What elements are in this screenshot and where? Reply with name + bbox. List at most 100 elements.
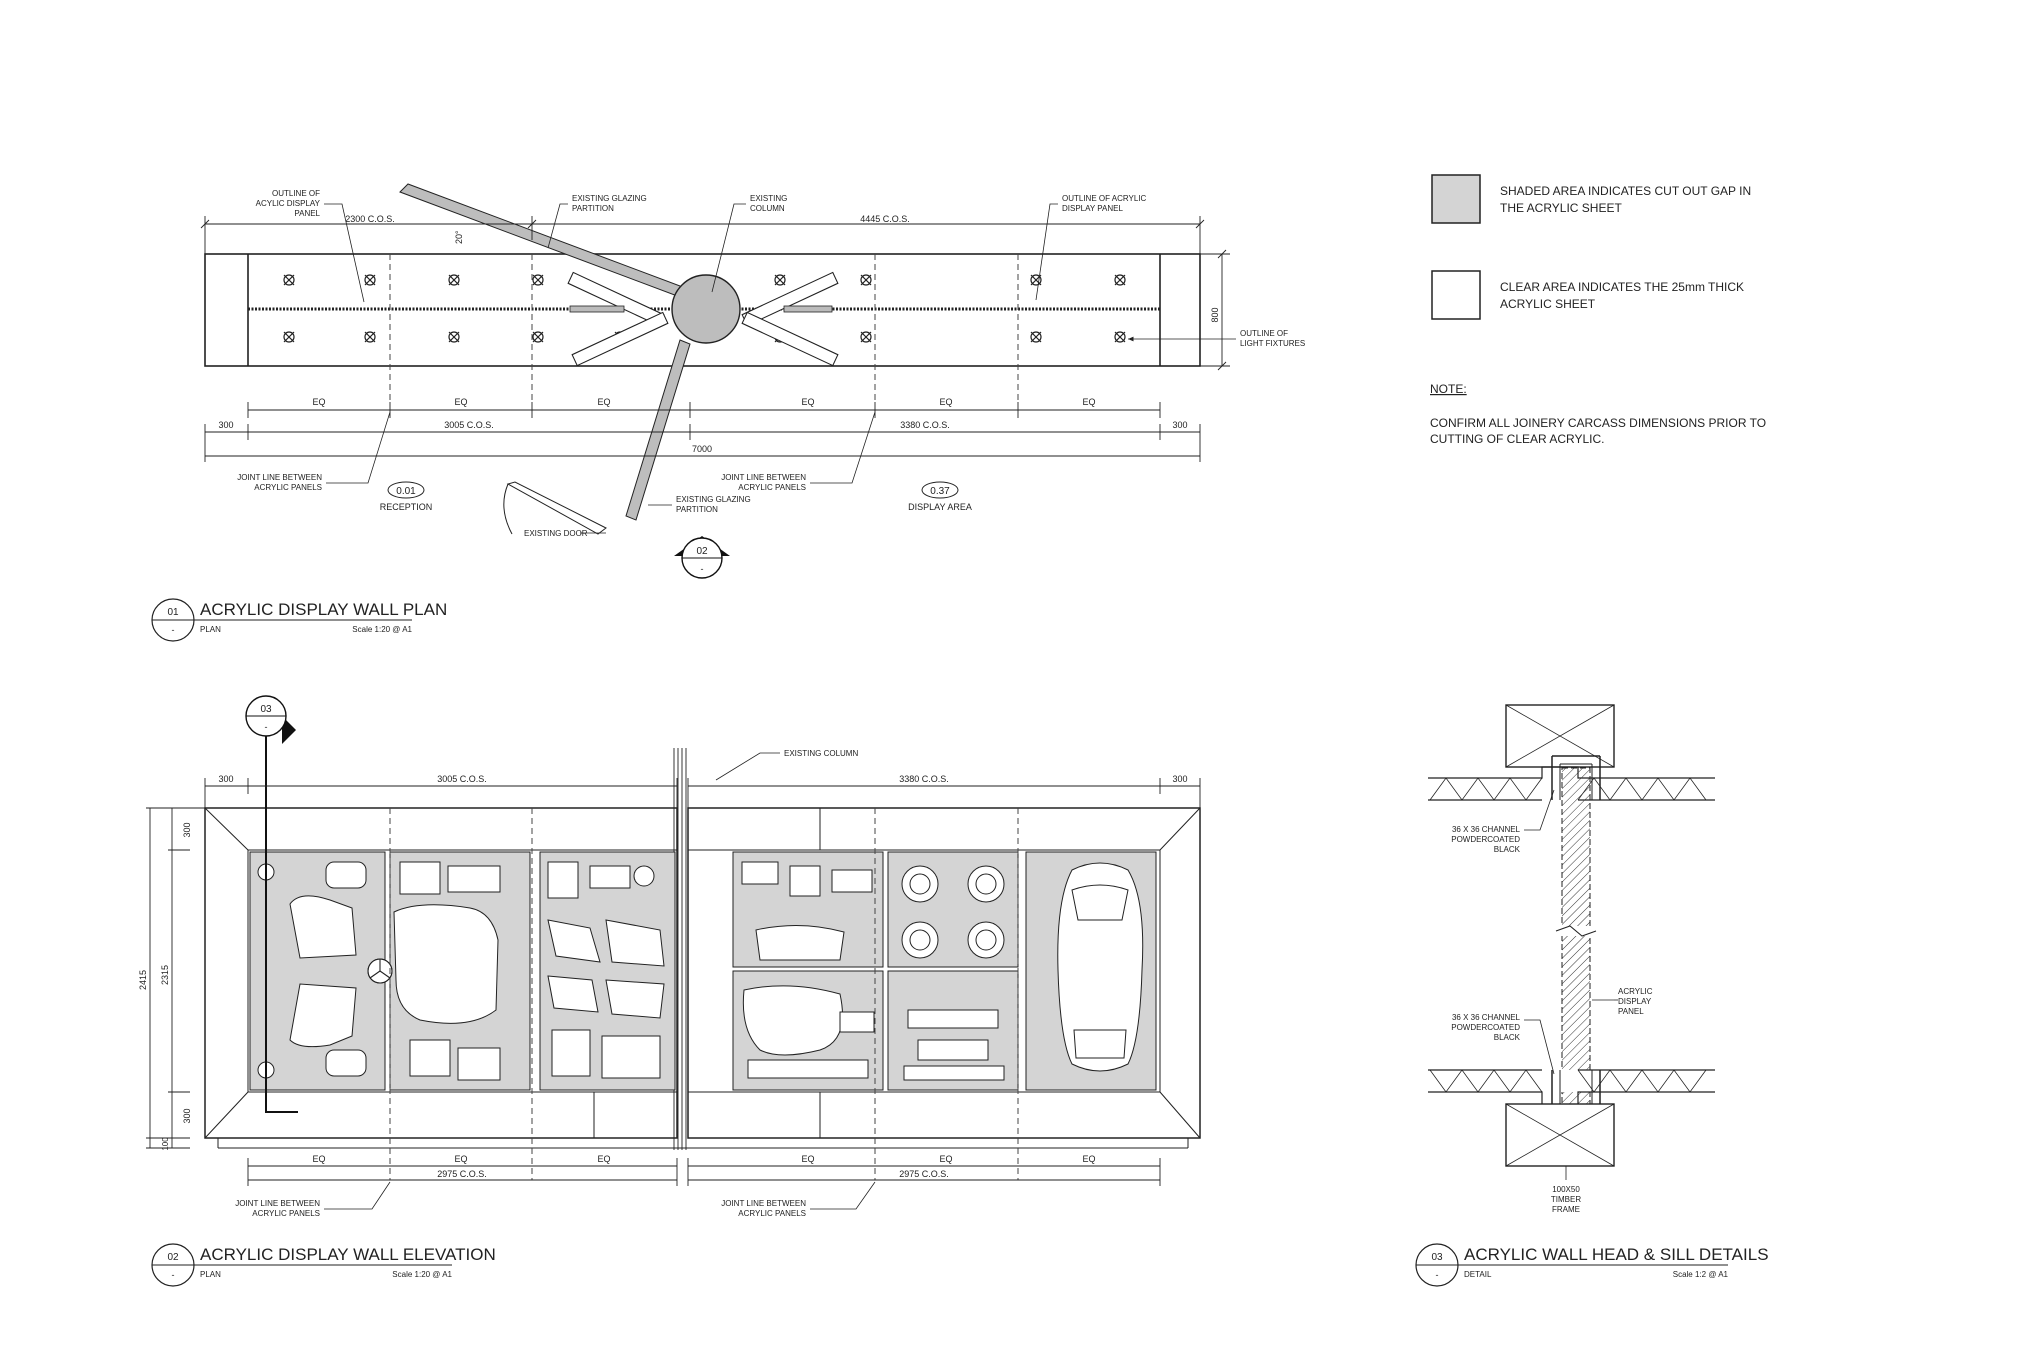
- legend-shaded-swatch: [1431, 174, 1481, 224]
- legend-shaded-line2: THE ACRYLIC SHEET: [1500, 201, 1622, 215]
- elev-dim-100: 100: [161, 1137, 170, 1151]
- plan-dim-2300: 2300 C.O.S.: [345, 214, 395, 224]
- plan-dim-4445: 4445 C.O.S.: [860, 214, 910, 224]
- glazing-partition-top: [399, 183, 713, 307]
- plan-dim-3380: 3380 C.O.S.: [900, 420, 950, 430]
- title-01-num: 01: [167, 607, 179, 618]
- ann-outline-right-1: OUTLINE OF ACRYLIC: [1062, 194, 1147, 203]
- plan-dim-800: 800: [1210, 307, 1220, 322]
- plan-eq-2: EQ: [454, 397, 467, 407]
- title-block-01: 01 - ACRYLIC DISPLAY WALL PLAN PLAN Scal…: [151, 598, 447, 642]
- elev-dim-300-left: 300: [218, 774, 233, 784]
- title-01-type: PLAN: [200, 625, 221, 634]
- title-01-sub: -: [172, 625, 175, 635]
- ann-joint-right-1: JOINT LINE BETWEEN: [721, 473, 806, 482]
- detail-timber-1: 100X50: [1552, 1185, 1580, 1194]
- detail-timber-2: TIMBER: [1551, 1195, 1581, 1204]
- note-title: NOTE:: [1430, 382, 1467, 396]
- plan-eq-6: EQ: [1082, 397, 1095, 407]
- title-03-num: 03: [1431, 1252, 1443, 1263]
- section-marker-02: 02 -: [674, 536, 730, 579]
- existing-door: [506, 481, 607, 535]
- detail-channel-bottom-3: BLACK: [1494, 1033, 1521, 1042]
- elev-dim-2315: 2315: [160, 965, 170, 985]
- legend-shaded-line1: SHADED AREA INDICATES CUT OUT GAP IN: [1500, 184, 1751, 198]
- title-03-name: ACRYLIC WALL HEAD & SILL DETAILS: [1464, 1245, 1769, 1264]
- legend-clear-swatch: [1431, 270, 1481, 320]
- plan-dim-300-left: 300: [218, 420, 233, 430]
- elev-eq-5: EQ: [939, 1154, 952, 1164]
- title-02-type: PLAN: [200, 1270, 221, 1279]
- room-tag-reception-num: 0.01: [396, 486, 416, 497]
- room-tag-display-area: 0.37 DISPLAY AREA: [908, 481, 972, 512]
- ann-joint-left-2: ACRYLIC PANELS: [254, 483, 322, 492]
- plan-dim-300-right: 300: [1172, 420, 1187, 430]
- room-tag-display-name: DISPLAY AREA: [908, 502, 972, 512]
- title-01-scale: Scale 1:20 @ A1: [352, 625, 412, 634]
- title-02-num: 02: [167, 1252, 179, 1263]
- wheel-cutouts: [901, 865, 1005, 959]
- elev-dim-2975-left: 2975 C.O.S.: [437, 1169, 487, 1179]
- plan-dim-7000: 7000: [692, 444, 712, 454]
- elev-dim-300-bottom: 300: [182, 1108, 192, 1123]
- plan-eq-5: EQ: [939, 397, 952, 407]
- legend-clear-line1: CLEAR AREA INDICATES THE 25mm THICK: [1500, 280, 1744, 294]
- ann-outline-right-2: DISPLAY PANEL: [1062, 204, 1123, 213]
- plan-dim-angle: 20°: [454, 230, 464, 244]
- detail-channel-bottom-1: 36 X 36 CHANNEL: [1452, 1013, 1521, 1022]
- elevation-view: 03 - 300 3005 C.O.S. 3380 C.O.S. 300 EXI…: [138, 695, 1201, 1218]
- ann-light-1: OUTLINE OF: [1240, 329, 1288, 338]
- room-tag-display-num: 0.37: [930, 486, 950, 497]
- elev-dim-2415: 2415: [138, 970, 148, 990]
- glazing-partition-bottom: [625, 339, 691, 521]
- detail-timber-3: FRAME: [1552, 1205, 1580, 1214]
- plan-outline: [204, 253, 1201, 367]
- elev-eq-2: EQ: [454, 1154, 467, 1164]
- title-01-name: ACRYLIC DISPLAY WALL PLAN: [200, 600, 447, 619]
- title-02-scale: Scale 1:20 @ A1: [392, 1270, 452, 1279]
- elev-dim-3005: 3005 C.O.S.: [437, 774, 487, 784]
- detail-channel-top-2: POWDERCOATED: [1451, 835, 1520, 844]
- title-03-sub: -: [1436, 1270, 1439, 1280]
- elev-dim-3380: 3380 C.O.S.: [899, 774, 949, 784]
- ann-outline-left-1: OUTLINE OF: [272, 189, 320, 198]
- title-02-sub: -: [172, 1270, 175, 1280]
- ann-existing-door: EXISTING DOOR: [524, 529, 588, 538]
- elev-dim-2975-right: 2975 C.O.S.: [899, 1169, 949, 1179]
- plan-eq-1: EQ: [312, 397, 325, 407]
- ann-column-2: COLUMN: [750, 204, 785, 213]
- ann-glazing-top-2: PARTITION: [572, 204, 614, 213]
- section-marker-02-sub: -: [701, 564, 704, 574]
- title-block-02: 02 - ACRYLIC DISPLAY WALL ELEVATION PLAN…: [151, 1243, 496, 1287]
- elev-dim-300-right: 300: [1172, 774, 1187, 784]
- plan-eq-3: EQ: [597, 397, 610, 407]
- head-sill-detail: 36 X 36 CHANNEL POWDERCOATED BLACK 36 X …: [1428, 704, 1715, 1214]
- legend: SHADED AREA INDICATES CUT OUT GAP IN THE…: [1430, 174, 1766, 446]
- detail-panel-2: DISPLAY: [1618, 997, 1652, 1006]
- detail-channel-top-1: 36 X 36 CHANNEL: [1452, 825, 1521, 834]
- section-marker-02-num: 02: [696, 546, 708, 557]
- plan-dim-3005: 3005 C.O.S.: [444, 420, 494, 430]
- elev-ann-joint-right-1: JOINT LINE BETWEEN: [721, 1199, 806, 1208]
- detail-channel-top-3: BLACK: [1494, 845, 1521, 854]
- note-line1: CONFIRM ALL JOINERY CARCASS DIMENSIONS P…: [1430, 416, 1766, 430]
- elev-dim-300-top: 300: [182, 822, 192, 837]
- plan-view: 2300 C.O.S. 4445 C.O.S. 20° 800 EQ EQ EQ…: [200, 183, 1305, 579]
- section-marker-03: 03 -: [245, 695, 298, 1113]
- ann-glazing-bottom-1: EXISTING GLAZING: [676, 495, 751, 504]
- elev-ann-joint-right-2: ACRYLIC PANELS: [738, 1209, 806, 1218]
- ann-joint-right-2: ACRYLIC PANELS: [738, 483, 806, 492]
- section-marker-03-sub: -: [265, 722, 268, 732]
- light-fixtures: [283, 274, 1126, 343]
- elev-eq-1: EQ: [312, 1154, 325, 1164]
- ann-glazing-bottom-2: PARTITION: [676, 505, 718, 514]
- title-03-type: DETAIL: [1464, 1270, 1492, 1279]
- star-logo-icon: [367, 958, 393, 984]
- existing-column: [671, 274, 741, 344]
- detail-panel-3: PANEL: [1618, 1007, 1644, 1016]
- section-marker-03-num: 03: [260, 704, 272, 715]
- detail-channel-bottom-2: POWDERCOATED: [1451, 1023, 1520, 1032]
- elev-eq-4: EQ: [801, 1154, 814, 1164]
- elev-ann-joint-left-2: ACRYLIC PANELS: [252, 1209, 320, 1218]
- acrylic-panel-1: [249, 851, 386, 1091]
